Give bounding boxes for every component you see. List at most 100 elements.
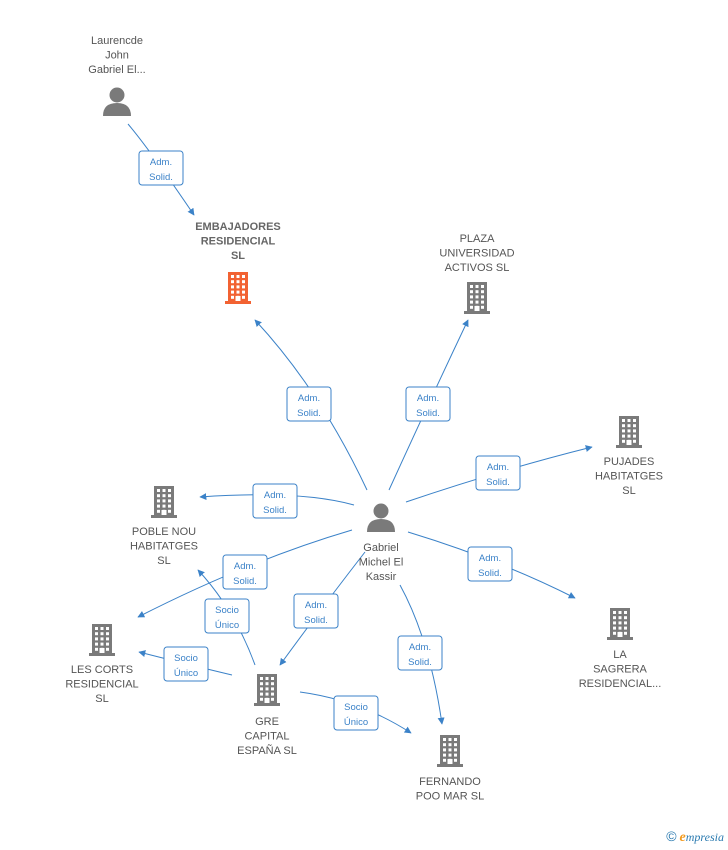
edge-label-box	[163, 646, 209, 682]
node-label-line: PUJADES	[604, 456, 655, 468]
node-label-line: CAPITAL	[244, 731, 289, 743]
node-label-line: POO MAR SL	[416, 791, 484, 803]
node-label-line: HABITATGES	[130, 541, 198, 553]
edge-label-text: Solid.	[478, 568, 502, 579]
edge-label-gabriel-to-plaza[interactable]: Adm. Solid.	[405, 386, 451, 422]
node-label-line: GRE	[255, 716, 279, 728]
edge-label-text: Adm.	[234, 561, 256, 572]
edges-layer	[127, 123, 593, 734]
node-label-line: Gabriel	[363, 542, 398, 554]
building-icon	[464, 282, 490, 314]
brand-footer[interactable]: ©empresia	[666, 828, 724, 846]
edge-label-text: Solid.	[408, 657, 432, 668]
edge-label-text: Solid.	[486, 477, 510, 488]
brand-name: mpresia	[685, 830, 724, 844]
edge-label-text: Único	[174, 668, 198, 679]
node-sagrera[interactable]: LA SAGRERA RESIDENCIAL...	[579, 608, 662, 690]
edge-label-box	[252, 483, 298, 519]
person-icon	[367, 503, 395, 532]
edge-label-box	[475, 455, 521, 491]
node-label-line: LES CORTS	[71, 664, 133, 676]
building-icon	[225, 272, 251, 304]
edge-label-gabriel-to-sagrera[interactable]: Adm. Solid.	[467, 546, 513, 582]
edge-label-gabriel-to-gre[interactable]: Adm. Solid.	[293, 593, 339, 629]
edge-label-laurencde-to-embajadores[interactable]: Adm. Solid.	[138, 150, 184, 186]
edge-label-box	[467, 546, 513, 582]
edge-label-text: Único	[215, 620, 239, 631]
node-label-line: HABITATGES	[595, 471, 663, 483]
node-label-line: ACTIVOS SL	[445, 262, 510, 274]
node-lescorts[interactable]: LES CORTS RESIDENCIAL SL	[65, 624, 139, 705]
edge-label-text: Solid.	[304, 615, 328, 626]
building-icon	[607, 608, 633, 640]
edge-label-gabriel-to-poble[interactable]: Adm. Solid.	[252, 483, 298, 519]
edge-label-gabriel-to-embajadores[interactable]: Adm. Solid.	[286, 386, 332, 422]
node-label-line: POBLE NOU	[132, 526, 196, 538]
building-icon	[437, 735, 463, 767]
edge-label-text: Adm.	[264, 490, 286, 501]
edge-label-text: Solid.	[263, 505, 287, 516]
copyright-icon: ©	[666, 828, 677, 844]
edge-label-box	[405, 386, 451, 422]
edge-label-text: Socio	[215, 605, 239, 616]
node-label-line: LA	[613, 649, 627, 661]
edge-label-text: Adm.	[487, 462, 509, 473]
edge-label-text: Adm.	[150, 157, 172, 168]
node-label-line: SL	[231, 250, 245, 262]
edge-label-box	[293, 593, 339, 629]
node-label-line: RESIDENCIAL	[65, 679, 138, 691]
edge-label-gabriel-to-fernando[interactable]: Adm. Solid.	[397, 635, 443, 671]
node-label-line: FERNANDO	[419, 776, 481, 788]
edge-label-text: Solid.	[233, 576, 257, 587]
node-label-line: SL	[95, 693, 108, 705]
node-label-line: SL	[622, 485, 635, 497]
edge-label-text: Adm.	[479, 553, 501, 564]
edge-label-text: Solid.	[297, 408, 321, 419]
edge-label-box	[286, 386, 332, 422]
building-icon	[616, 416, 642, 448]
edge-label-text: Adm.	[417, 393, 439, 404]
node-label-line: SAGRERA	[593, 664, 647, 676]
edge-label-box	[204, 598, 250, 634]
node-label-line: Gabriel El...	[88, 64, 145, 76]
node-label-line: John	[105, 50, 129, 62]
edge-label-box	[397, 635, 443, 671]
building-icon	[89, 624, 115, 656]
edge-label-text: Único	[344, 717, 368, 728]
edge-label-text: Adm.	[409, 642, 431, 653]
edge-label-box	[222, 554, 268, 590]
edge-label-gabriel-to-lescorts[interactable]: Adm. Solid.	[222, 554, 268, 590]
node-label-line: EMBAJADORES	[195, 221, 281, 233]
brand-logo-initial: e	[679, 830, 686, 845]
node-fernando[interactable]: FERNANDO POO MAR SL	[416, 735, 484, 803]
node-pujades[interactable]: PUJADES HABITATGES SL	[595, 416, 663, 497]
node-label-line: PLAZA	[460, 233, 496, 245]
edge-label-text: Solid.	[149, 172, 173, 183]
person-icon	[103, 87, 131, 116]
node-embajadores[interactable]: EMBAJADORES RESIDENCIAL SL	[195, 221, 281, 304]
building-icon	[254, 674, 280, 706]
edge-label-text: Solid.	[416, 408, 440, 419]
node-label-line: Kassir	[366, 571, 397, 583]
node-label-line: ESPAÑA SL	[237, 744, 297, 757]
edge-label-text: Adm.	[298, 393, 320, 404]
edge-label-text: Socio	[344, 702, 368, 713]
node-label-line: Michel El	[359, 557, 404, 569]
node-label-line: Laurencde	[91, 35, 143, 47]
node-label-line: RESIDENCIAL...	[579, 678, 662, 690]
edge-labels-layer: Adm. Solid. Adm. Solid. Adm. Solid. Adm. Solid.…	[138, 150, 521, 731]
edge-label-gabriel-to-pujades[interactable]: Adm. Solid.	[475, 455, 521, 491]
node-label-line: RESIDENCIAL	[201, 236, 276, 248]
edge-label-text: Adm.	[305, 600, 327, 611]
edge-label-text: Socio	[174, 653, 198, 664]
